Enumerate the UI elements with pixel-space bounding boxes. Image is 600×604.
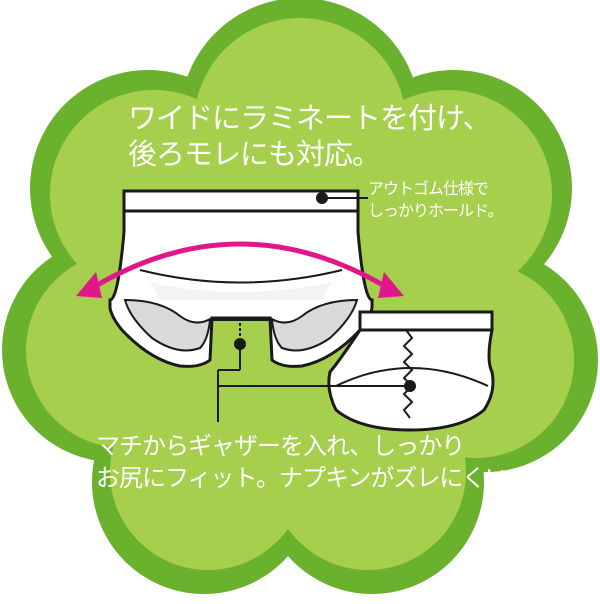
double-headed-curved-arrow — [76, 241, 404, 298]
callout-line-2: しっかりホールド。 — [368, 201, 504, 220]
headline-line-1: ワイドにラミネートを付け、 — [128, 101, 492, 135]
bottom-line-1: マチからギャザーを入れ、しっかり — [96, 432, 465, 460]
headline-text: ワイドにラミネートを付け、 後ろモレにも対応。 — [128, 100, 492, 172]
callout-leader-gusset — [217, 338, 410, 422]
gusset-description-text: マチからギャザーを入れ、しっかり お尻にフィット。ナプキンがズレにくい。 — [96, 430, 532, 494]
waistband-callout-text: アウトゴム仕様で しっかりホールド。 — [368, 178, 504, 222]
callout-leader-waistband — [316, 192, 368, 204]
headline-line-2: 後ろモレにも対応。 — [128, 137, 381, 171]
bottom-line-2: お尻にフィット。ナプキンがズレにくい。 — [96, 464, 532, 492]
callout-line-1: アウトゴム仕様で — [368, 179, 489, 198]
